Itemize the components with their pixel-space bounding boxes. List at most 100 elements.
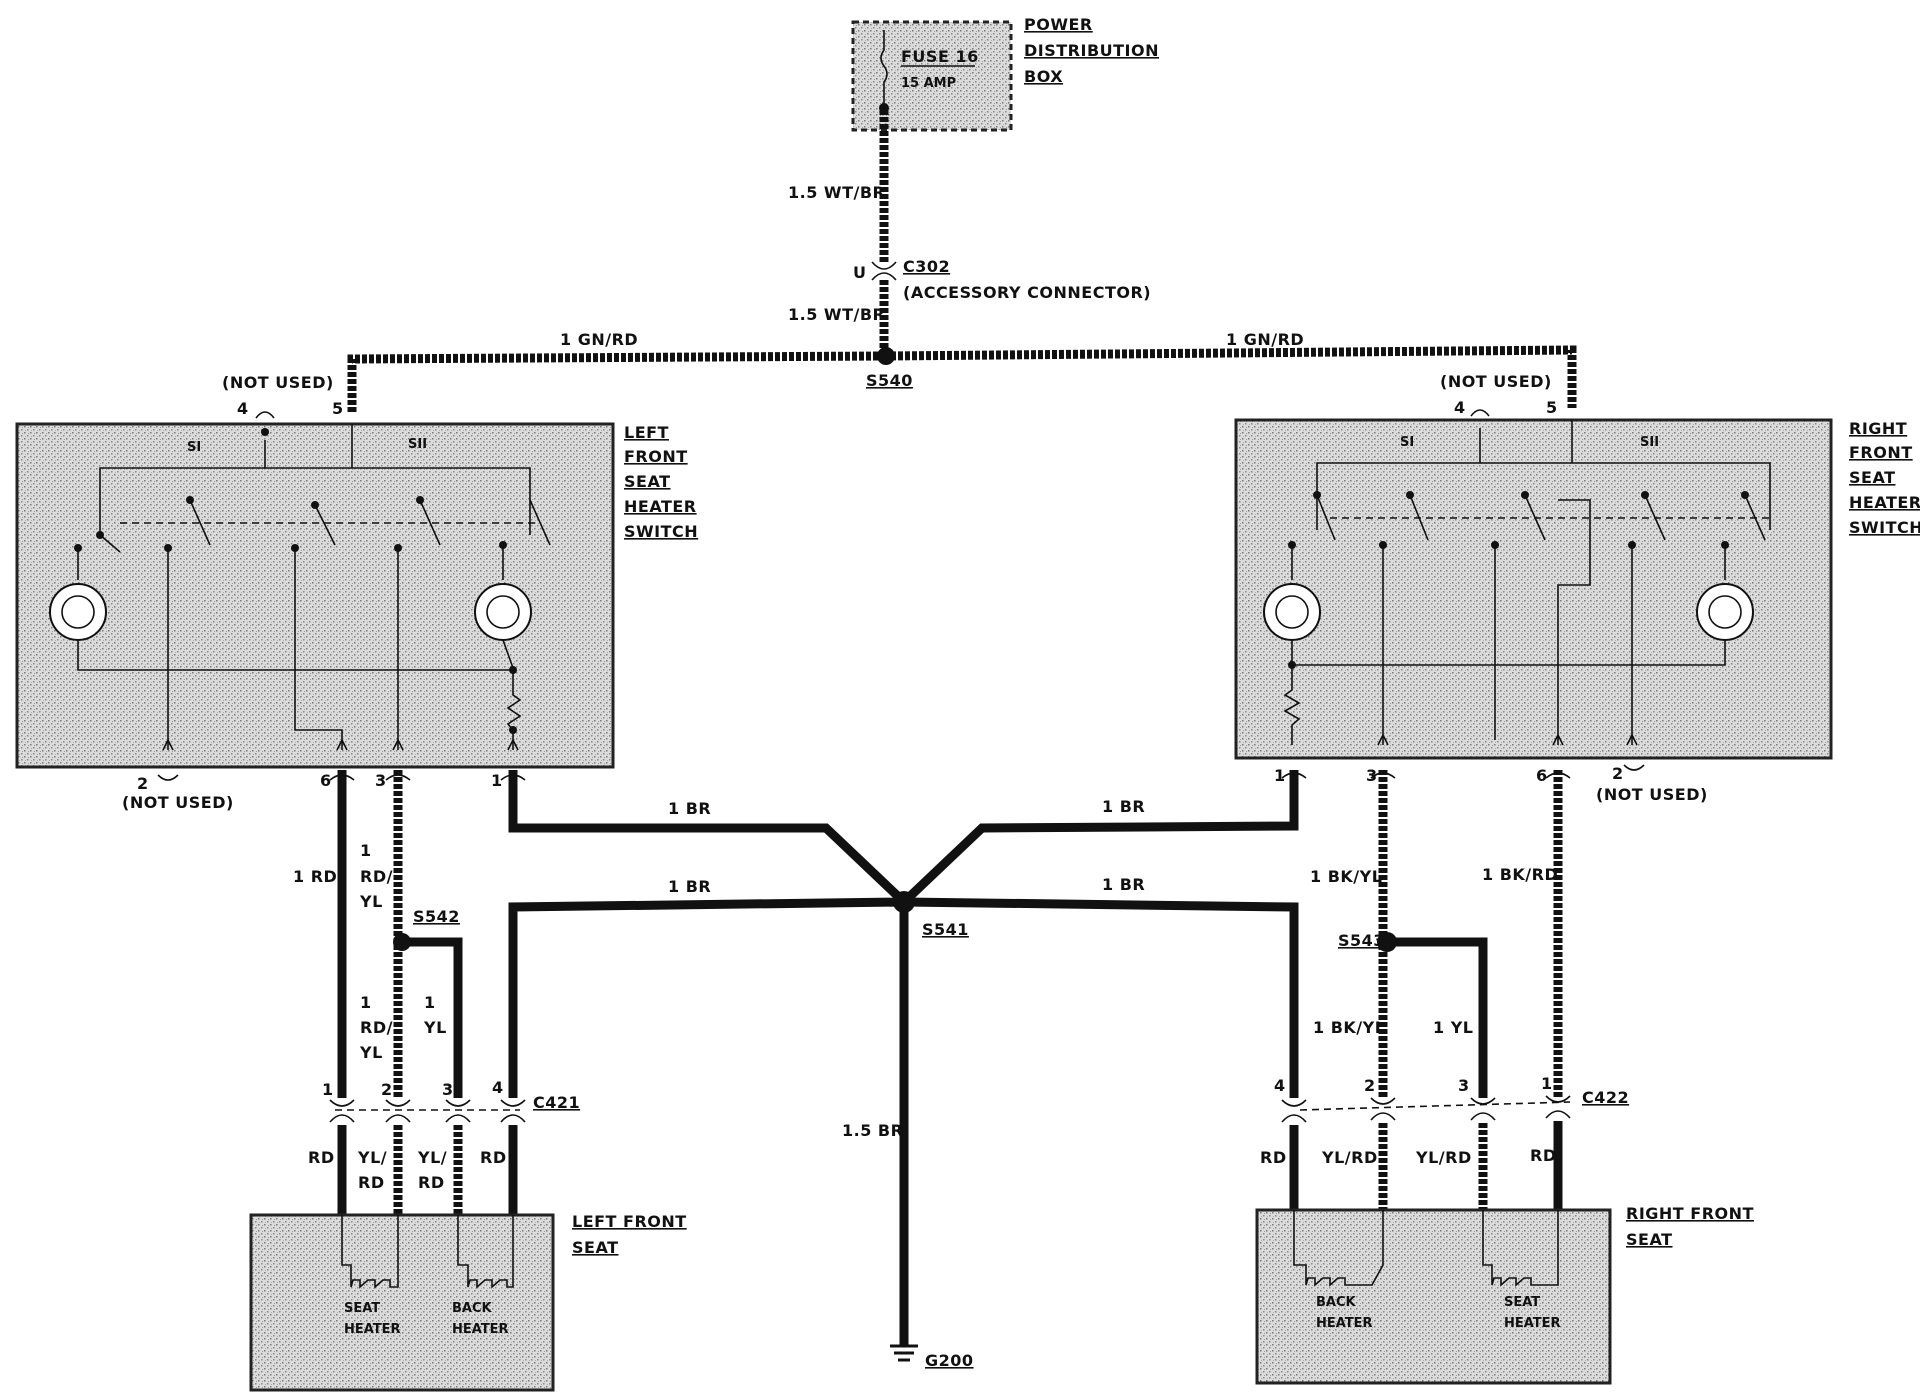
left-switch-title-5: SWITCH (624, 522, 698, 541)
left-seat-title-1: LEFT FRONT (572, 1212, 687, 1231)
right-switch-title-2: FRONT (1849, 443, 1913, 462)
left-switch-title-1: LEFT (624, 423, 669, 442)
left-switch-title-4: HEATER (624, 497, 697, 516)
br-left-upper-label: 1 BR (668, 799, 711, 818)
left-switch-pin5: 5 (332, 399, 344, 418)
ground-trunk-label: 1.5 BR (842, 1121, 903, 1140)
br-right-lower-label: 1 BR (1102, 875, 1145, 894)
right-wires: S543 1 BK/YL 1 BK/RD 1 BK/YL 1 YL (1281, 770, 1571, 1098)
right-seat-title-2: SEAT (1626, 1230, 1673, 1249)
left-switch: SI SII (NOT USED) 4 5 2 (NOT USED) 6 3 1… (15, 373, 698, 812)
right-bkyl-lower-label: 1 BK/YL (1313, 1018, 1385, 1037)
left-switch-pin3: 3 (375, 771, 387, 790)
c421-label: C421 (533, 1093, 580, 1112)
right-switch: SI SII (NOT USED) 4 5 1 3 6 2 (NOT USED)… (1234, 372, 1920, 804)
right-seat-heater-label-1: SEAT (1504, 1295, 1540, 1310)
left-seat-wire-4: RD (480, 1148, 507, 1167)
s543-label: S543 (1338, 931, 1385, 950)
c302-pin: U (853, 263, 867, 282)
right-switch-internals (1263, 420, 1771, 746)
right-switch-title-4: HEATER (1849, 493, 1920, 512)
left-seat-wire-1: RD (308, 1148, 335, 1167)
right-switch-title-1: RIGHT (1849, 419, 1907, 438)
g200-label: G200 (925, 1351, 974, 1370)
left-switch-s2: SII (408, 437, 427, 452)
c421-pin-4: 4 (492, 1078, 504, 1097)
c422-label: C422 (1582, 1088, 1629, 1107)
s542-label: S542 (413, 907, 460, 926)
power-box-title-2: DISTRIBUTION (1024, 41, 1159, 60)
gnrd-right-label: 1 GN/RD (1226, 330, 1304, 349)
c302-label: C302 (903, 257, 950, 276)
feed-wire: 1.5 WT/BR 1.5 WT/BR U C302 (ACCESSORY CO… (788, 110, 1151, 356)
feed-wire-label-lower: 1.5 WT/BR (788, 305, 885, 324)
right-seat-wire-1: RD (1260, 1148, 1287, 1167)
left-seat-wire-3a: YL/ (417, 1148, 447, 1167)
left-rdyl-lower-1: 1 (360, 993, 372, 1012)
fuse-label: FUSE 16 (901, 47, 979, 66)
right-seat-wire-3: YL/RD (1415, 1148, 1472, 1167)
right-switch-not-used-bottom: (NOT USED) (1596, 785, 1708, 804)
left-seat: SEAT HEATER BACK HEATER LEFT FRONT SEAT (249, 1212, 687, 1392)
fuse-amp: 15 AMP (901, 76, 956, 91)
right-bkrd-label: 1 BK/RD (1482, 865, 1558, 884)
c302-description: (ACCESSORY CONNECTOR) (903, 283, 1151, 302)
left-seat-wire-2b: RD (358, 1173, 385, 1192)
right-yl-label: 1 YL (1433, 1018, 1473, 1037)
left-yl-2: YL (423, 1018, 447, 1037)
right-switch-s2: SII (1640, 435, 1659, 450)
left-rdyl-upper-3: YL (359, 892, 383, 911)
left-rdyl-lower-2: RD/ (360, 1018, 393, 1037)
c422-pin-1: 1 (1541, 1074, 1553, 1093)
s540-label: S540 (866, 371, 913, 390)
right-seat-heater-label-2: HEATER (1504, 1316, 1561, 1331)
left-switch-title-3: SEAT (624, 472, 671, 491)
ground-symbol: G200 (890, 1344, 974, 1370)
right-seat-title-1: RIGHT FRONT (1626, 1204, 1754, 1223)
power-box-title-1: POWER (1024, 15, 1093, 34)
right-switch-pin4: 4 (1454, 398, 1466, 417)
left-switch-pin1: 1 (491, 771, 503, 790)
right-seat: BACK HEATER SEAT HEATER RIGHT FRONT SEAT (1255, 1204, 1754, 1385)
left-back-heater-label-1: BACK (452, 1301, 493, 1316)
left-switch-pin4: 4 (237, 399, 249, 418)
c421-connector: 1 2 3 4 C421 RD YL/ RD YL/ RD RD (308, 1078, 580, 1215)
right-switch-pin5: 5 (1546, 398, 1558, 417)
right-switch-title-5: SWITCH (1849, 518, 1920, 537)
left-rdyl-lower-3: YL (359, 1043, 383, 1062)
right-switch-pin6: 6 (1536, 766, 1548, 785)
c422-pin-2: 2 (1364, 1076, 1376, 1095)
c422-connector: 4 2 3 1 C422 RD YL/RD YL/RD RD (1260, 1074, 1629, 1210)
feed-wire-label-upper: 1.5 WT/BR (788, 183, 885, 202)
left-switch-not-used-bottom: (NOT USED) (122, 793, 234, 812)
s540-bus: S540 1 GN/RD 1 GN/RD (347, 330, 1577, 412)
gnrd-left-label: 1 GN/RD (560, 330, 638, 349)
c421-pin-3: 3 (442, 1080, 454, 1099)
ground-network: S541 1 BR 1 BR 1 BR 1 BR 1.5 BR (508, 770, 1299, 1346)
right-switch-s1: SI (1400, 435, 1414, 450)
c422-pin-4: 4 (1274, 1076, 1286, 1095)
left-seat-wire-2a: YL/ (357, 1148, 387, 1167)
right-switch-pin1: 1 (1274, 766, 1286, 785)
right-seat-wire-2: YL/RD (1321, 1148, 1378, 1167)
power-box-title-3: BOX (1024, 67, 1063, 86)
left-seat-wire-3b: RD (418, 1173, 445, 1192)
left-wires: S542 1 RD 1 RD/ YL 1 RD/ YL 1 YL (293, 770, 526, 1098)
br-right-upper-label: 1 BR (1102, 797, 1145, 816)
left-rdyl-upper-2: RD/ (360, 867, 393, 886)
left-yl-1: 1 (424, 993, 436, 1012)
c421-pin-2: 2 (381, 1080, 393, 1099)
br-left-lower-label: 1 BR (668, 877, 711, 896)
power-distribution-box: FUSE 16 15 AMP POWER DISTRIBUTION BOX (851, 15, 1159, 132)
left-back-heater-label-2: HEATER (452, 1322, 509, 1337)
right-seat-wire-4: RD (1530, 1146, 1557, 1165)
c422-pin-3: 3 (1458, 1076, 1470, 1095)
right-bkyl-upper-label: 1 BK/YL (1310, 867, 1382, 886)
left-rdyl-upper-1: 1 (360, 841, 372, 860)
left-switch-internals (49, 424, 551, 751)
left-switch-s1: SI (187, 440, 201, 455)
right-switch-pin2: 2 (1612, 764, 1624, 783)
left-switch-not-used-top: (NOT USED) (222, 373, 334, 392)
left-seat-heater-label-1: SEAT (344, 1301, 380, 1316)
